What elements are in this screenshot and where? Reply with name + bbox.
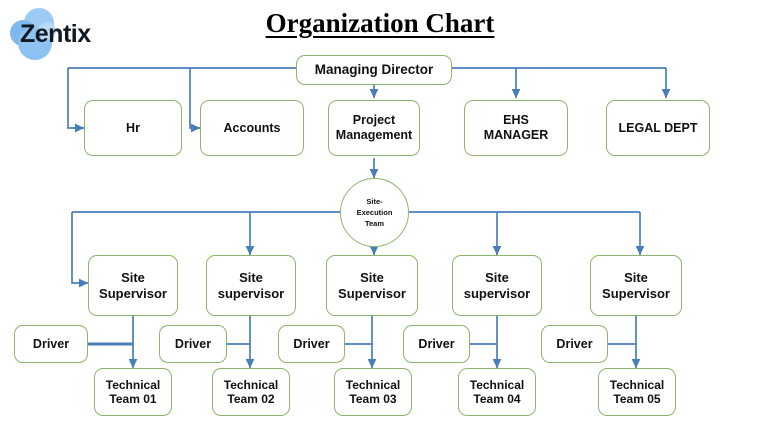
node-accounts[interactable]: Accounts: [200, 100, 304, 156]
page-title: Organization Chart: [265, 8, 495, 38]
zentix-logo: Zentix: [8, 6, 118, 60]
logo-bubble-icon: [38, 22, 56, 40]
node-managing-director[interactable]: Managing Director: [296, 55, 452, 85]
node-technical-team-01[interactable]: Technical Team 01: [94, 368, 172, 416]
node-driver-5[interactable]: Driver: [541, 325, 608, 363]
logo-wordmark: Zentix: [20, 20, 91, 48]
node-driver-1[interactable]: Driver: [14, 325, 88, 363]
node-ehs-manager[interactable]: EHS MANAGER: [464, 100, 568, 156]
node-site-supervisor-3[interactable]: Site Supervisor: [326, 255, 418, 316]
node-technical-team-04[interactable]: Technical Team 04: [458, 368, 536, 416]
node-driver-3[interactable]: Driver: [278, 325, 345, 363]
node-site-supervisor-4[interactable]: Site supervisor: [452, 255, 542, 316]
node-technical-team-05[interactable]: Technical Team 05: [598, 368, 676, 416]
node-technical-team-03[interactable]: Technical Team 03: [334, 368, 412, 416]
node-site-supervisor-1[interactable]: Site Supervisor: [88, 255, 178, 316]
node-legal-dept[interactable]: LEGAL DEPT: [606, 100, 710, 156]
node-site-supervisor-2[interactable]: Site supervisor: [206, 255, 296, 316]
node-site-execution-team[interactable]: Site- Execution Team: [340, 178, 409, 247]
node-project-management[interactable]: Project Management: [328, 100, 420, 156]
node-driver-4[interactable]: Driver: [403, 325, 470, 363]
node-driver-2[interactable]: Driver: [159, 325, 227, 363]
node-hr[interactable]: Hr: [84, 100, 182, 156]
node-technical-team-02[interactable]: Technical Team 02: [212, 368, 290, 416]
node-site-supervisor-5[interactable]: Site Supervisor: [590, 255, 682, 316]
